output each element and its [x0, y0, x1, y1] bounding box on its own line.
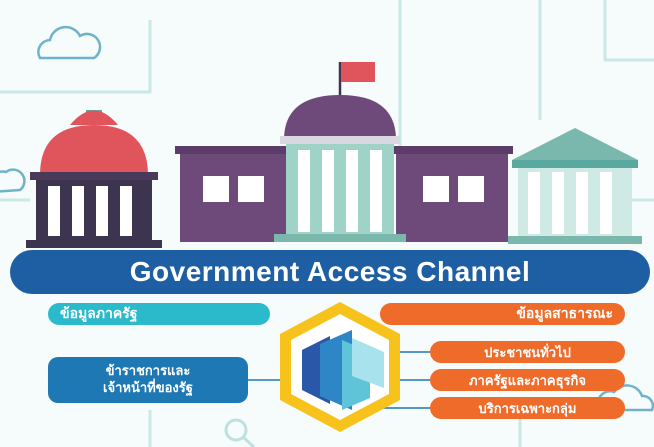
government-data-header: ข้อมูลภาครัฐ	[48, 303, 270, 325]
banner-title: Government Access Channel	[129, 256, 531, 287]
logo-icon	[280, 302, 400, 432]
public-data-header: ข้อมูลสาธารณะ	[380, 303, 625, 325]
cloud-icon	[37, 25, 102, 60]
search-icon	[224, 418, 256, 447]
government-building-icon	[26, 110, 162, 248]
title-banner: Government Access Channel	[10, 250, 650, 294]
officials-box: ข้าราชการและ เจ้าหน้าที่ของรัฐ	[48, 357, 248, 403]
audience-general-public: ประชาชนทั่วไป	[430, 341, 625, 363]
audience-government-business: ภาครัฐและภาคธุรกิจ	[430, 369, 625, 391]
government-building-icon	[175, 146, 513, 242]
audience-specific-groups: บริการเฉพาะกลุ่ม	[430, 397, 625, 419]
cloud-icon	[596, 384, 654, 412]
government-data-label: ข้อมูลภาครัฐ	[60, 306, 138, 322]
officials-line-2: เจ้าหน้าที่ของรัฐ	[103, 381, 193, 396]
flag-icon	[341, 62, 375, 82]
officials-line-1: ข้าราชการและ	[105, 364, 191, 379]
public-data-label: ข้อมูลสาธารณะ	[516, 306, 613, 322]
cloud-icon	[0, 168, 26, 193]
government-building-icon	[508, 128, 642, 244]
government-building-icon	[274, 62, 406, 242]
